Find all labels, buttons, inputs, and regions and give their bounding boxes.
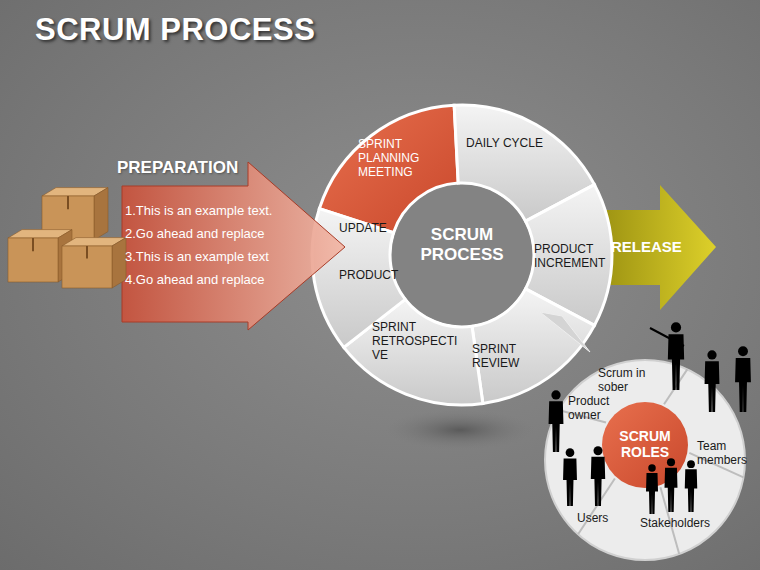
person-body [591, 457, 605, 506]
box-tape [32, 238, 34, 251]
box-tape [67, 196, 69, 209]
person-head [594, 446, 603, 455]
arrow-box: PREPARATION 1.This is an example text.2.G… [117, 158, 317, 291]
node-label: RELEASE [611, 238, 701, 256]
center-circle-label: SCRUM PROCESS [412, 225, 512, 265]
list-item: 2.Go ahead and replace [125, 222, 317, 245]
box-side [94, 188, 108, 240]
person-head [551, 390, 560, 399]
preparation-arrow [122, 162, 345, 330]
person-head [671, 322, 681, 332]
person-head [738, 346, 748, 356]
node-label: SCRUM ROLES [605, 428, 685, 460]
ring-segment-label: PRODUCT INCREMENT [534, 242, 612, 270]
list-item: 3.This is an example text [125, 245, 317, 268]
pointer-arrow [540, 312, 590, 352]
person-head [707, 350, 716, 359]
person-head [687, 460, 695, 468]
node-label: PRODUCT INCREMENT [534, 242, 612, 270]
list-item: 1.This is an example text. [125, 199, 317, 222]
node-label: SPRINT RETROSPECTI VE [372, 320, 464, 362]
box-side [112, 238, 126, 288]
role-segment: Stakeholders [640, 516, 724, 530]
cardboard-boxes [8, 188, 126, 288]
node-label: SPRINT PLANNING MEETING [358, 137, 430, 179]
person-body [563, 458, 577, 506]
process-ring [312, 105, 612, 405]
role-segment: Users [577, 511, 621, 525]
people-silhouettes [549, 322, 751, 514]
role-segment: Product owner [568, 394, 620, 422]
node-label: SCRUM PROCESS [412, 225, 512, 265]
center-circle [392, 185, 532, 325]
node-label: SPRINT REVIEW [472, 342, 534, 370]
pointer-stick [650, 328, 684, 346]
ring-segment-label: SPRINT PLANNING MEETING [358, 137, 430, 179]
person-body [549, 401, 564, 452]
node-label: Product owner [568, 394, 620, 422]
page-title: SCRUM PROCESS [35, 12, 315, 48]
box-front [62, 246, 112, 288]
person-head [566, 448, 575, 457]
person-body [646, 473, 658, 514]
node-label: Stakeholders [640, 516, 724, 530]
list-item: 4.Go ahead and replace [125, 268, 317, 291]
person-body [685, 469, 697, 512]
ring-segment-label: SPRINT REVIEW [472, 342, 534, 370]
role-segment: Team members [697, 439, 751, 467]
role-segment: Scrum in sober [598, 366, 660, 394]
box-tape [86, 246, 88, 259]
node-text: PRODUCT [339, 268, 401, 282]
ring-segment-label: UPDATE PRODUCT [339, 221, 401, 282]
ring-shadow [385, 410, 535, 450]
node-label: UPDATE [339, 221, 401, 235]
person-body [665, 468, 678, 512]
ring-segment-label: SPRINT RETROSPECTI VE [372, 320, 464, 362]
arrow-heading: PREPARATION [117, 158, 317, 178]
arrow-box: RELEASE [611, 238, 701, 256]
node-label: Scrum in sober [598, 366, 660, 394]
person-body [705, 361, 720, 412]
node-label: Users [577, 511, 621, 525]
ring-segment-label: DAILY CYCLE [466, 136, 566, 150]
node-label: DAILY CYCLE [466, 136, 566, 150]
box-front [8, 238, 58, 282]
person-body [735, 358, 751, 412]
node-label: Team members [697, 439, 751, 467]
roles-center-label: SCRUM ROLES [605, 428, 685, 460]
release-arrow [600, 185, 716, 310]
person-head [648, 464, 656, 472]
